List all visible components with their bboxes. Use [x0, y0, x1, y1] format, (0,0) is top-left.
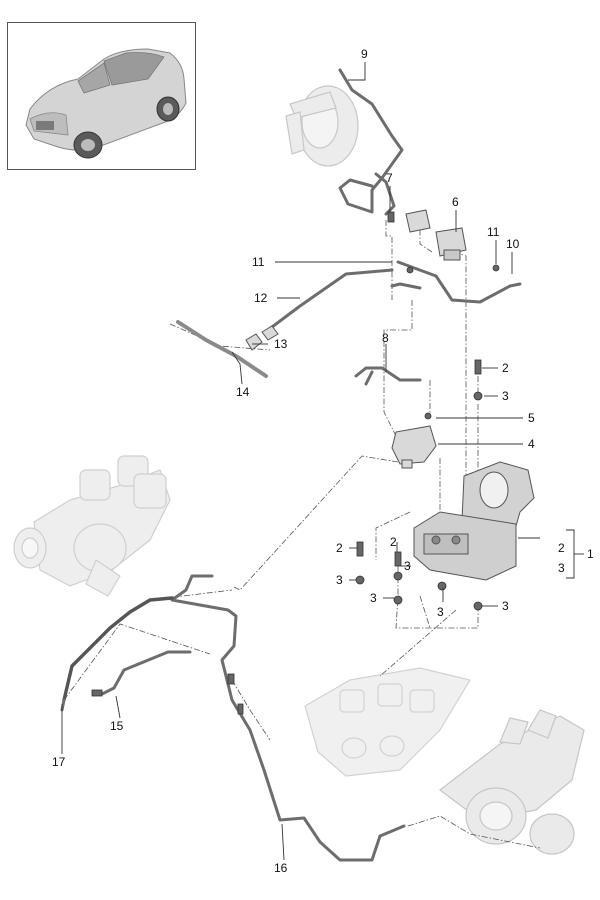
callout-label: 10 — [506, 237, 520, 251]
callout-label: 12 — [254, 291, 268, 305]
callout-label: 2 — [390, 535, 397, 549]
callout-label: 7 — [386, 171, 393, 185]
callout-label: 11 — [487, 225, 500, 239]
callout-label: 2 — [502, 361, 509, 375]
hardware — [91, 211, 500, 715]
callout-label: 6 — [452, 195, 459, 209]
callout-label: 4 — [528, 437, 535, 451]
callout-label: 3 — [336, 573, 343, 587]
ghost-vacuum-pump — [285, 85, 359, 167]
pipes — [60, 68, 522, 862]
callout-label: 3 — [370, 591, 377, 605]
parts-solid — [245, 209, 535, 581]
suv-car-icon — [25, 48, 187, 159]
callout-label: 8 — [382, 331, 389, 345]
callout-label: 3 — [404, 559, 411, 573]
vehicle-thumbnail-frame — [7, 22, 196, 170]
callout-label: 9 — [361, 47, 368, 61]
callout-label: 17 — [52, 755, 66, 769]
callout-label: 3 — [502, 599, 509, 613]
callout-label: 14 — [236, 385, 250, 399]
callout-label: 3 — [502, 389, 509, 403]
callout-leaders — [61, 62, 584, 861]
ghost-turbo-manifold-left — [13, 455, 171, 597]
callout-label: 5 — [528, 411, 535, 425]
callout-label: 13 — [274, 337, 288, 351]
ghost-turbo-manifold-right — [439, 709, 585, 855]
callout-label: 1 — [587, 547, 594, 561]
ghost-engine-block — [304, 667, 471, 777]
callout-label: 2 — [336, 541, 343, 555]
callout-label: 2 — [558, 541, 565, 555]
callout-label: 15 — [110, 719, 124, 733]
callout-label: 11 — [252, 255, 265, 269]
callout-label: 3 — [558, 561, 565, 575]
callout-label: 16 — [274, 861, 288, 875]
callout-labels: 9 7 6 11 10 11 12 13 14 8 2 3 5 4 2 3 2 … — [52, 47, 594, 875]
callout-label: 3 — [437, 605, 444, 619]
